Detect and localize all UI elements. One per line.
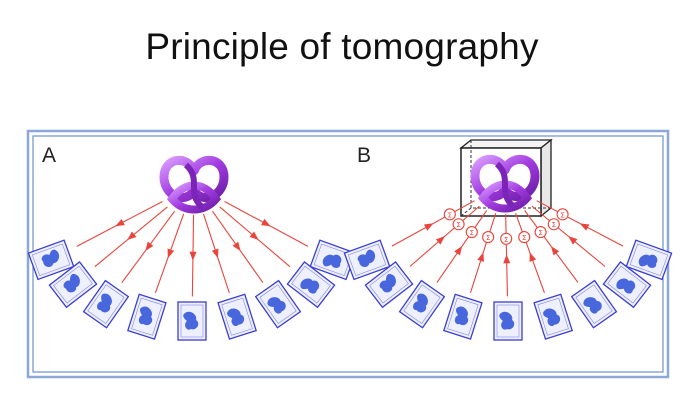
projection-tile <box>443 293 483 340</box>
ray-arrowhead <box>423 223 434 231</box>
projection-tile <box>48 261 98 309</box>
sigma-marker-icon <box>452 218 465 231</box>
ray-arrowhead <box>261 218 271 227</box>
projection-tile <box>82 279 130 329</box>
sigma-marker-icon <box>443 208 456 221</box>
ray-arrowhead <box>249 231 259 241</box>
projection-blob <box>41 249 60 267</box>
ray-arrowhead <box>167 248 175 259</box>
ray-arrowhead <box>550 246 560 256</box>
page-title: Principle of tomography <box>145 26 539 67</box>
projection-blob <box>227 308 245 327</box>
projection-tile <box>625 239 673 281</box>
sigma-marker-icon <box>500 232 513 245</box>
projection-blob <box>267 297 286 314</box>
ray-arrowhead <box>435 236 445 245</box>
sigma-marker-glyph: Σ <box>456 221 460 229</box>
projection-blob <box>357 249 376 267</box>
projection-blob <box>583 297 602 314</box>
projection-blob <box>183 311 199 330</box>
sigma-marker-icon <box>547 218 560 231</box>
projection-blob <box>413 293 428 313</box>
ray-arrowhead <box>579 223 590 231</box>
projection-tile <box>254 279 302 329</box>
ray-arrowhead <box>115 218 125 227</box>
projection-tile <box>127 293 167 340</box>
projection-tile <box>217 293 257 340</box>
ray-arrowhead <box>127 231 137 240</box>
projection-blob <box>138 306 153 326</box>
projection-blob <box>499 311 515 330</box>
projection-blob <box>300 278 320 294</box>
projection-tile <box>343 239 391 281</box>
ray-arrowhead <box>211 248 219 259</box>
knot-object-icon <box>159 156 229 214</box>
projection-tile <box>533 293 573 340</box>
projection-tile <box>602 261 652 309</box>
projection-blob <box>322 254 342 268</box>
projection-tile <box>286 261 336 309</box>
sigma-marker-glyph: Σ <box>538 229 542 237</box>
ray-arrowhead <box>232 241 241 252</box>
projection-tile <box>177 301 207 341</box>
sigma-marker-icon <box>518 231 531 244</box>
sigma-marker-icon <box>556 208 569 221</box>
projection-tile <box>27 239 75 281</box>
sigma-marker-icon <box>465 226 478 239</box>
ray-arrowhead <box>503 254 511 264</box>
projection-blob <box>97 293 112 313</box>
sigma-marker-icon <box>534 226 547 239</box>
projection-tile <box>364 261 414 309</box>
sigma-marker-glyph: Σ <box>560 211 564 219</box>
ray-arrowhead <box>189 251 197 261</box>
panel-label-b: B <box>357 144 371 167</box>
projection-blob <box>454 306 469 326</box>
sigma-marker-glyph: Σ <box>448 211 452 219</box>
projection-tile <box>398 279 446 329</box>
panel-label-a: A <box>42 144 56 167</box>
sigma-marker-glyph: Σ <box>552 221 556 229</box>
projection-tile <box>309 239 357 281</box>
sigma-marker-glyph: Σ <box>470 229 474 237</box>
ray-arrowhead <box>454 245 463 256</box>
ray-arrowhead <box>529 252 537 262</box>
projection-blob <box>638 254 658 268</box>
sigma-marker-glyph: Σ <box>522 234 526 242</box>
ray-arrowhead <box>568 236 578 245</box>
ray-arrowhead <box>477 252 484 262</box>
projection-blob <box>63 273 80 293</box>
sigma-marker-icon <box>482 231 495 244</box>
ray-arrowhead <box>145 241 154 251</box>
sigma-marker-glyph: Σ <box>486 234 490 242</box>
projection-blob <box>379 273 396 293</box>
projection-tile <box>493 301 523 341</box>
projection-blob <box>616 278 636 294</box>
knot-in-box-icon <box>459 138 553 218</box>
projection-tile <box>570 279 618 329</box>
projection-blob <box>543 308 561 327</box>
sigma-marker-glyph: Σ <box>504 236 508 244</box>
